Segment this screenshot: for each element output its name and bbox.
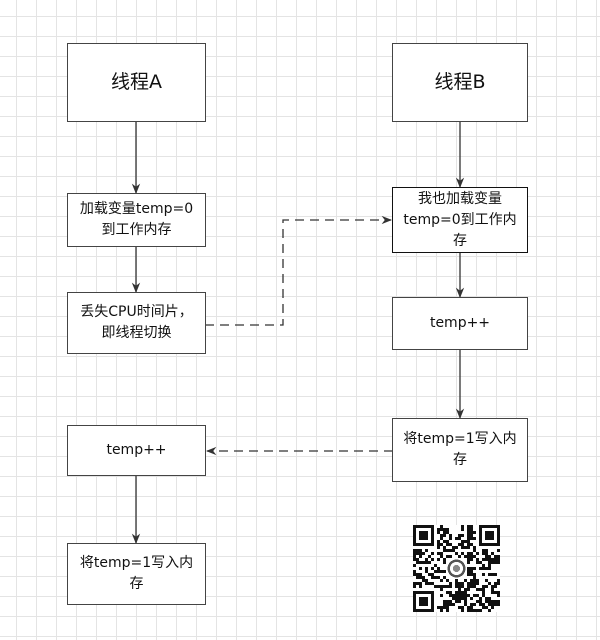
qr-code-icon xyxy=(413,525,500,612)
thread-a-increment-node: temp++ xyxy=(67,425,206,476)
thread-b-write-node: 将temp=1写入内 存 xyxy=(392,418,528,482)
thread-a-switch-node: 丢失CPU时间片， 即线程切换 xyxy=(67,292,206,354)
thread-a-write-node: 将temp=1写入内 存 xyxy=(67,543,206,605)
thread-a-load-node: 加载变量temp=0 到工作内存 xyxy=(67,193,206,247)
thread-b-title: 线程B xyxy=(392,43,528,122)
edge-a-switch-to-b-load xyxy=(205,215,393,326)
thread-b-load-node: 我也加载变量 temp=0到工作内 存 xyxy=(392,187,528,253)
thread-b-increment-node: temp++ xyxy=(392,297,528,350)
thread-a-title: 线程A xyxy=(67,43,206,122)
